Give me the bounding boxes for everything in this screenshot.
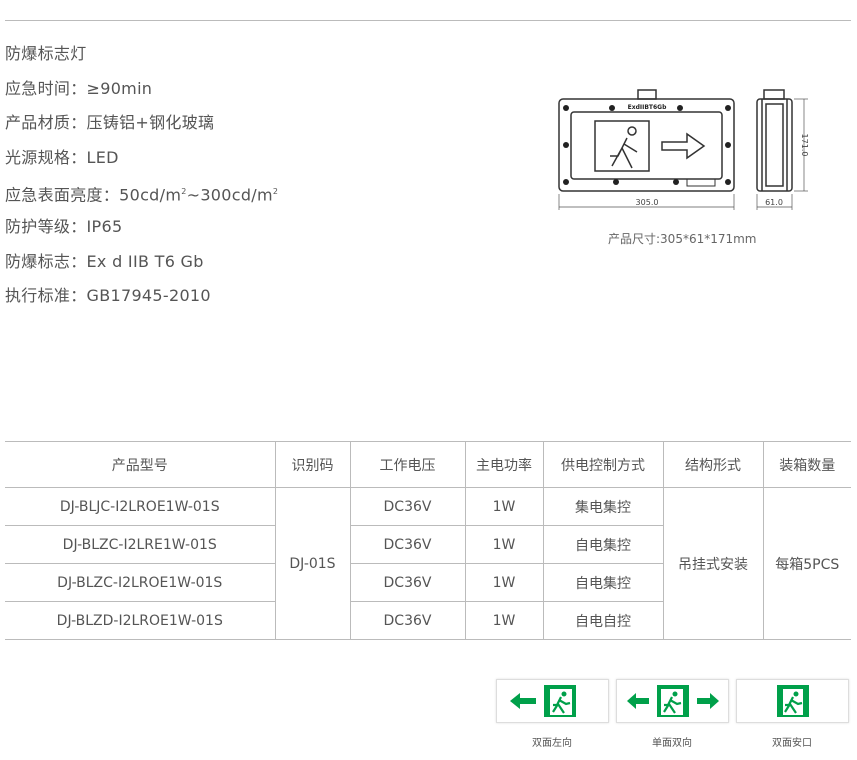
spec-label: 光源规格 [5,147,71,167]
product-table: 产品型号 识别码 工作电压 主电功率 供电控制方式 结构形式 装箱数量 DJ-B… [5,441,851,640]
sign-variants: 双面左向 单面双向 双面安口 [496,679,849,749]
cell-control: 自电自控 [542,601,663,640]
spec-explosion-mark: 防爆标志：Ex d IIB T6 Gb [5,250,278,285]
spec-value: IP65 [86,216,123,236]
header-packing: 装箱数量 [762,441,851,488]
cable-gland [637,89,657,100]
cell-packing: 每箱5PCS [762,487,851,640]
superscript: 2 [272,187,279,197]
cell-voltage: DC36V [349,525,466,564]
separator: ： [70,286,87,306]
header-id-code: 识别码 [274,441,351,488]
cell-id-code: DJ-01S [274,487,351,640]
spec-label: 应急时间 [5,78,71,98]
spec-title: 防爆标志灯 [5,42,278,77]
separator: ： [70,78,87,98]
cell-control: 集电集控 [542,487,664,526]
table-row: DJ-BLZD-I2LROE1W-01S DC36V 1W 自电自控 [5,601,851,640]
cell-voltage: DC36V [349,563,466,602]
spec-value: 压铸铝+钢化玻璃 [86,113,215,133]
spec-label: 防爆标志 [5,251,71,271]
separator: ： [102,185,120,205]
spec-label: 防爆标志灯 [5,44,87,63]
exit-door-outline [594,120,650,172]
cell-control: 自电集控 [542,525,663,564]
spec-value: 50cd/m [119,185,182,205]
spec-material: 产品材质：压铸铝+钢化玻璃 [5,111,278,146]
arrow-right-icon [661,132,706,160]
front-housing [558,98,735,192]
width-dimension: 305.0 [636,198,659,207]
spec-emergency-time: 应急时间：≥90min [5,77,278,112]
height-dimension: 171.0 [800,134,809,157]
cell-voltage: DC36V [349,487,466,526]
sign-preview [496,679,609,723]
dimension-drawing: ExdIIBT6Gb 305.0 61.0 171.0 [558,89,809,210]
cell-power: 1W [464,525,544,564]
spec-label: 执行标准 [5,286,71,306]
spec-light-source: 光源规格：LED [5,146,278,181]
cell-structure: 吊挂式安装 [662,487,764,640]
separator: ： [70,216,87,236]
spec-label: 防护等级 [5,216,71,236]
spec-protection: 防护等级：IP65 [5,215,278,250]
spec-value: ≥90min [86,78,153,98]
sign-caption: 双面左向 [532,738,572,749]
plate-text: ExdIIBT6Gb [628,104,667,111]
spec-value: LED [86,147,119,167]
table-row: DJ-BLZC-I2LROE1W-01S DC36V 1W 自电集控 [5,563,851,602]
cell-voltage: DC36V [349,601,466,640]
sign-caption: 单面双向 [652,738,692,749]
cell-power: 1W [464,601,544,640]
header-control: 供电控制方式 [542,441,664,488]
cell-power: 1W [464,563,544,602]
cell-control: 自电集控 [542,563,663,602]
table-row: DJ-BLJC-I2LROE1W-01S DJ-01S DC36V 1W 集电集… [5,487,851,640]
spec-value: Ex d IIB T6 Gb [86,251,204,271]
superscript: 2 [181,187,187,197]
sign-variant: 单面双向 [616,679,729,749]
spec-value: GB17945-2010 [86,286,211,306]
sign-preview [616,679,729,723]
spec-list: 防爆标志灯 应急时间：≥90min 产品材质：压铸铝+钢化玻璃 光源规格：LED… [5,42,278,319]
exit-door-icon [776,685,809,717]
sign-variant: 双面左向 [496,679,609,749]
separator: ： [70,147,87,167]
spec-label: 应急表面亮度 [5,185,103,205]
sign-preview [736,679,849,723]
exit-left-arrow-icon [509,685,576,717]
spec-value: ~300cd/m [186,185,273,205]
header-structure: 结构形式 [662,441,764,488]
top-divider [5,20,851,21]
sign-caption: 双面安口 [772,738,812,749]
spec-label: 产品材质 [5,113,71,133]
spec-standard: 执行标准：GB17945-2010 [5,284,278,319]
depth-dimension: 61.0 [765,198,783,207]
table-header-row: 产品型号 识别码 工作电压 主电功率 供电控制方式 结构形式 装箱数量 [5,441,851,488]
header-voltage: 工作电压 [349,441,466,488]
separator: ： [70,251,87,271]
header-model: 产品型号 [5,441,276,488]
sign-variant: 双面安口 [736,679,849,749]
side-housing [756,98,793,192]
cell-model: DJ-BLZD-I2LROE1W-01S [5,601,276,640]
cell-model: DJ-BLZC-I2LROE1W-01S [5,563,276,602]
header-power: 主电功率 [464,441,544,488]
spec-brightness: 应急表面亮度：50cd/m2~300cd/m2 [5,180,278,215]
cell-model: DJ-BLJC-I2LROE1W-01S [5,487,276,526]
separator: ： [70,113,87,133]
cell-power: 1W [464,487,544,526]
dimension-caption: 产品尺寸:305*61*171mm [608,232,757,246]
exit-bidirectional-icon [626,685,719,717]
cell-model: DJ-BLZC-I2LRE1W-01S [5,525,276,564]
